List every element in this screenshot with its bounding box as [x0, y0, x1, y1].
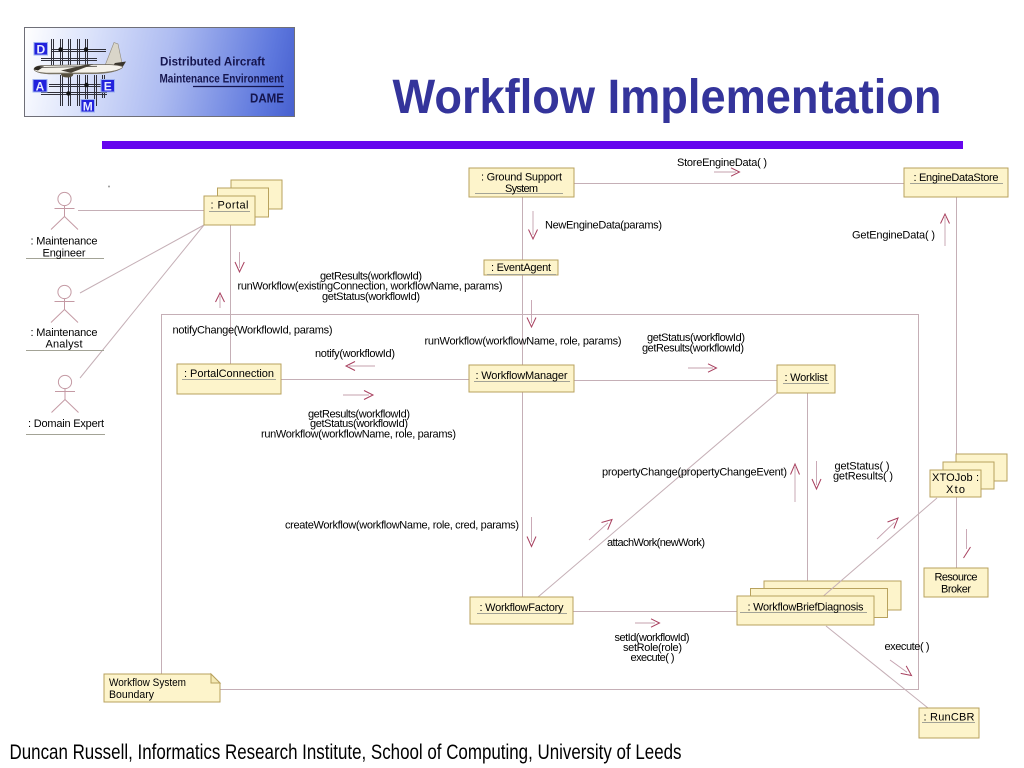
- svg-text:Resource: Resource: [935, 572, 978, 584]
- svg-text:Workflow Implementation: Workflow Implementation: [393, 71, 942, 124]
- svg-text:notify(workflowId): notify(workflowId): [315, 348, 395, 360]
- svg-text:propertyChange(propertyChangeE: propertyChange(propertyChangeEvent): [602, 467, 787, 479]
- svg-text:getStatus( ): getStatus( ): [835, 461, 890, 473]
- svg-text:: Portal: : Portal: [211, 200, 249, 212]
- svg-text:runWorkflow(workflowName, role: runWorkflow(workflowName, role, params): [261, 429, 456, 441]
- svg-text:: Maintenance: : Maintenance: [31, 327, 98, 339]
- svg-text:setId(workflowId): setId(workflowId): [615, 632, 690, 644]
- svg-text:: EventAgent: : EventAgent: [491, 262, 551, 274]
- svg-text:System: System: [505, 183, 538, 195]
- svg-text:Analyst: Analyst: [46, 339, 83, 351]
- svg-text:Distributed Aircraft: Distributed Aircraft: [160, 57, 265, 69]
- svg-text:execute( ): execute( ): [631, 652, 675, 664]
- svg-text:getResults(workflowId): getResults(workflowId): [308, 409, 410, 421]
- svg-text:getResults(workflowId): getResults(workflowId): [320, 271, 422, 283]
- svg-text:E: E: [104, 79, 112, 93]
- svg-text:getStatus(workflowId): getStatus(workflowId): [647, 332, 745, 344]
- svg-text:NewEngineData(params): NewEngineData(params): [545, 220, 662, 232]
- svg-text:: Domain Expert: : Domain Expert: [28, 418, 104, 430]
- svg-text:Maintenance Environment: Maintenance Environment: [160, 74, 284, 86]
- svg-text:execute( ): execute( ): [885, 641, 930, 653]
- svg-text:D: D: [36, 42, 45, 56]
- svg-text:runWorkflow(existingConnection: runWorkflow(existingConnection, workflow…: [238, 281, 503, 293]
- svg-text:XTOJob :: XTOJob :: [932, 472, 979, 484]
- svg-text:Workflow System: Workflow System: [109, 677, 186, 689]
- svg-text:createWorkflow(workflowName, r: createWorkflow(workflowName, role, cred,…: [285, 520, 519, 532]
- svg-text:: WorkflowManager: : WorkflowManager: [476, 370, 568, 382]
- svg-text:Engineer: Engineer: [43, 248, 86, 260]
- svg-text:: WorkflowBriefDiagnosis: : WorkflowBriefDiagnosis: [748, 602, 865, 614]
- svg-text:: EngineDataStore: : EngineDataStore: [914, 172, 999, 184]
- svg-text:DAME: DAME: [250, 91, 284, 106]
- svg-text:: Maintenance: : Maintenance: [31, 236, 98, 248]
- svg-text:setRole(role): setRole(role): [623, 642, 682, 654]
- svg-text:Boundary: Boundary: [109, 689, 154, 701]
- svg-text:: PortalConnection: : PortalConnection: [184, 368, 274, 380]
- svg-text:getStatus(workflowId): getStatus(workflowId): [310, 418, 408, 430]
- svg-text:: Ground Support: : Ground Support: [481, 172, 562, 184]
- svg-text:Xto: Xto: [946, 484, 965, 496]
- svg-text:Broker: Broker: [941, 584, 971, 596]
- svg-text:getResults( ): getResults( ): [833, 471, 893, 483]
- svg-text:runWorkflow(workflowName, role: runWorkflow(workflowName, role, params): [425, 335, 622, 347]
- svg-text:: RunCBR: : RunCBR: [924, 712, 975, 724]
- svg-text:getStatus(workflowId): getStatus(workflowId): [322, 291, 420, 303]
- svg-text:M: M: [83, 99, 93, 113]
- svg-text:Duncan Russell, Informatics Re: Duncan Russell, Informatics Research Ins…: [10, 741, 682, 764]
- svg-text:notifyChange(WorkflowId, param: notifyChange(WorkflowId, params): [173, 325, 333, 337]
- svg-text:GetEngineData( ): GetEngineData( ): [852, 230, 935, 242]
- svg-text:attachWork(newWork): attachWork(newWork): [607, 537, 705, 549]
- svg-text:getResults(workflowId): getResults(workflowId): [642, 343, 744, 355]
- svg-text:A: A: [36, 79, 45, 93]
- svg-text:: WorkflowFactory: : WorkflowFactory: [480, 602, 565, 614]
- svg-text:StoreEngineData( ): StoreEngineData( ): [677, 157, 767, 169]
- svg-text:: Worklist: : Worklist: [785, 372, 828, 384]
